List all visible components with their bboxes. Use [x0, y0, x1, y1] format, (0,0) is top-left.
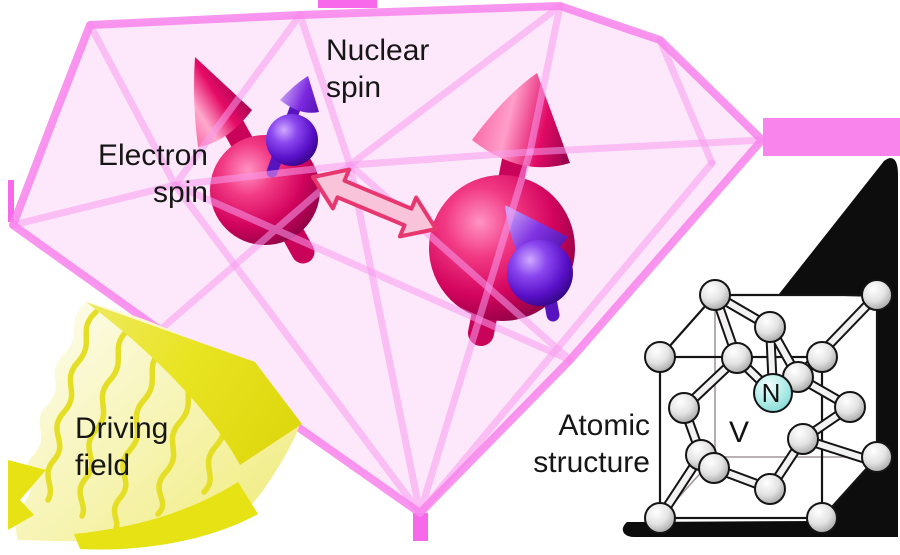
diamond-facet-lines: [9, 2, 766, 517]
driving-field-label: Driving field: [75, 410, 168, 484]
diamond-outline: [9, 2, 766, 517]
nitrogen-label: N: [762, 378, 781, 408]
vacancy-label: V: [729, 416, 749, 449]
nuclear-spin-label-line2: spin: [326, 71, 382, 104]
nuclear-spin-sphere: [507, 240, 573, 306]
coupling-arrow: [311, 167, 438, 239]
driving-field-arrowhead: [86, 302, 302, 465]
nuclear-spin-arrow-head: [280, 76, 319, 113]
driving-field-arrow: [8, 302, 302, 550]
diamond-tick-bottom: [413, 513, 428, 541]
electron-spin-label-line1: Electron: [97, 139, 208, 172]
carbon-atoms: [644, 279, 893, 534]
nuclear-spin-sphere: [266, 114, 318, 166]
atomic-structure-label-line2: structure: [533, 446, 650, 479]
electron-spin-arrow-head: [194, 57, 252, 147]
driving-field-label-line2: field: [75, 449, 131, 482]
electron-spin-label: Electron spin: [58, 137, 208, 211]
electron-spin-label-line2: spin: [152, 176, 208, 209]
carbon-bonds: [656, 290, 882, 521]
diamond-tick-top: [318, 0, 377, 8]
diamond-tick-left: [8, 180, 14, 222]
atomic-structure-label: Atomic structure: [500, 407, 650, 481]
nitrogen-atom: [753, 373, 793, 413]
driving-field-tail-left: [8, 460, 46, 530]
driving-field-wave-stripes: [45, 309, 237, 531]
atomic-structure-label-line1: Atomic: [558, 409, 650, 442]
nuclear-spin-label-line1: Nuclear: [326, 34, 430, 67]
driving-field-tail: [74, 482, 258, 550]
diamond-side-bar-right: [763, 118, 900, 156]
atomic-structure-background: [622, 158, 898, 538]
driving-field-wave-body: [16, 302, 300, 543]
driving-field-label-line1: Driving: [75, 412, 169, 445]
electron-spin-arrow-head: [472, 73, 570, 168]
nuclear-spin-label: Nuclear spin: [326, 32, 429, 106]
atomic-structure: N V: [622, 158, 898, 538]
